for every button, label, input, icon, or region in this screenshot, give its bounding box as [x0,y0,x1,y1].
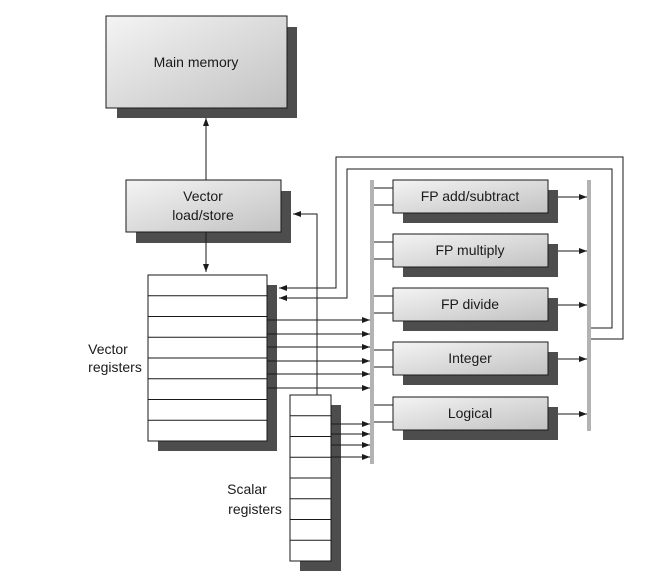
functional-unit-logical: Logical [374,396,587,440]
vector-load-store-label-line2: load/store [172,207,234,223]
sreg-to-bus-arrows [331,421,370,460]
scalar-registers-label-line1: Scalar [227,481,267,497]
functional-unit-label: Logical [448,405,492,421]
main-memory-block: Main memory [105,15,297,118]
functional-unit-fp-multiply: FP multiply [374,233,587,277]
functional-unit-fp-add-subtract: FP add/subtract [374,179,587,223]
vector-load-store-label-line1: Vector [183,188,223,204]
functional-unit-label: FP divide [441,296,499,312]
vector-load-store-block: Vector load/store [125,179,291,243]
scalar-to-loadstore-arrow [293,211,318,395]
vector-load-store-box [125,179,282,233]
input-bus [370,180,374,464]
vector-registers-label-line2: registers [88,359,142,375]
functional-unit-label: FP add/subtract [421,188,520,204]
functional-unit-fp-divide: FP divide [374,287,587,331]
functional-unit-box [392,287,549,322]
functional-unit-box [392,341,549,376]
main-memory-box [105,15,288,109]
functional-unit-integer: Integer [374,341,587,385]
main-memory-label: Main memory [154,54,239,70]
scalar-registers-block: Scalar registers [227,394,341,571]
functional-unit-label: FP multiply [436,242,505,258]
vector-registers-block: Vector registers [88,274,277,451]
result-feedback-path-1 [279,156,624,340]
functional-unit-box [392,179,549,214]
vector-registers-label-line1: Vector [88,341,128,357]
vreg-to-bus-arrows [267,317,370,391]
output-bus [587,180,591,431]
functional-unit-box [392,233,549,268]
functional-unit-label: Integer [448,350,492,366]
functional-units: FP add/subtract FP multiply FP divideInteg… [374,179,587,440]
result-feedback-path-2 [279,168,613,329]
functional-unit-box [392,396,549,431]
scalar-registers-label-line2: registers [228,501,282,517]
